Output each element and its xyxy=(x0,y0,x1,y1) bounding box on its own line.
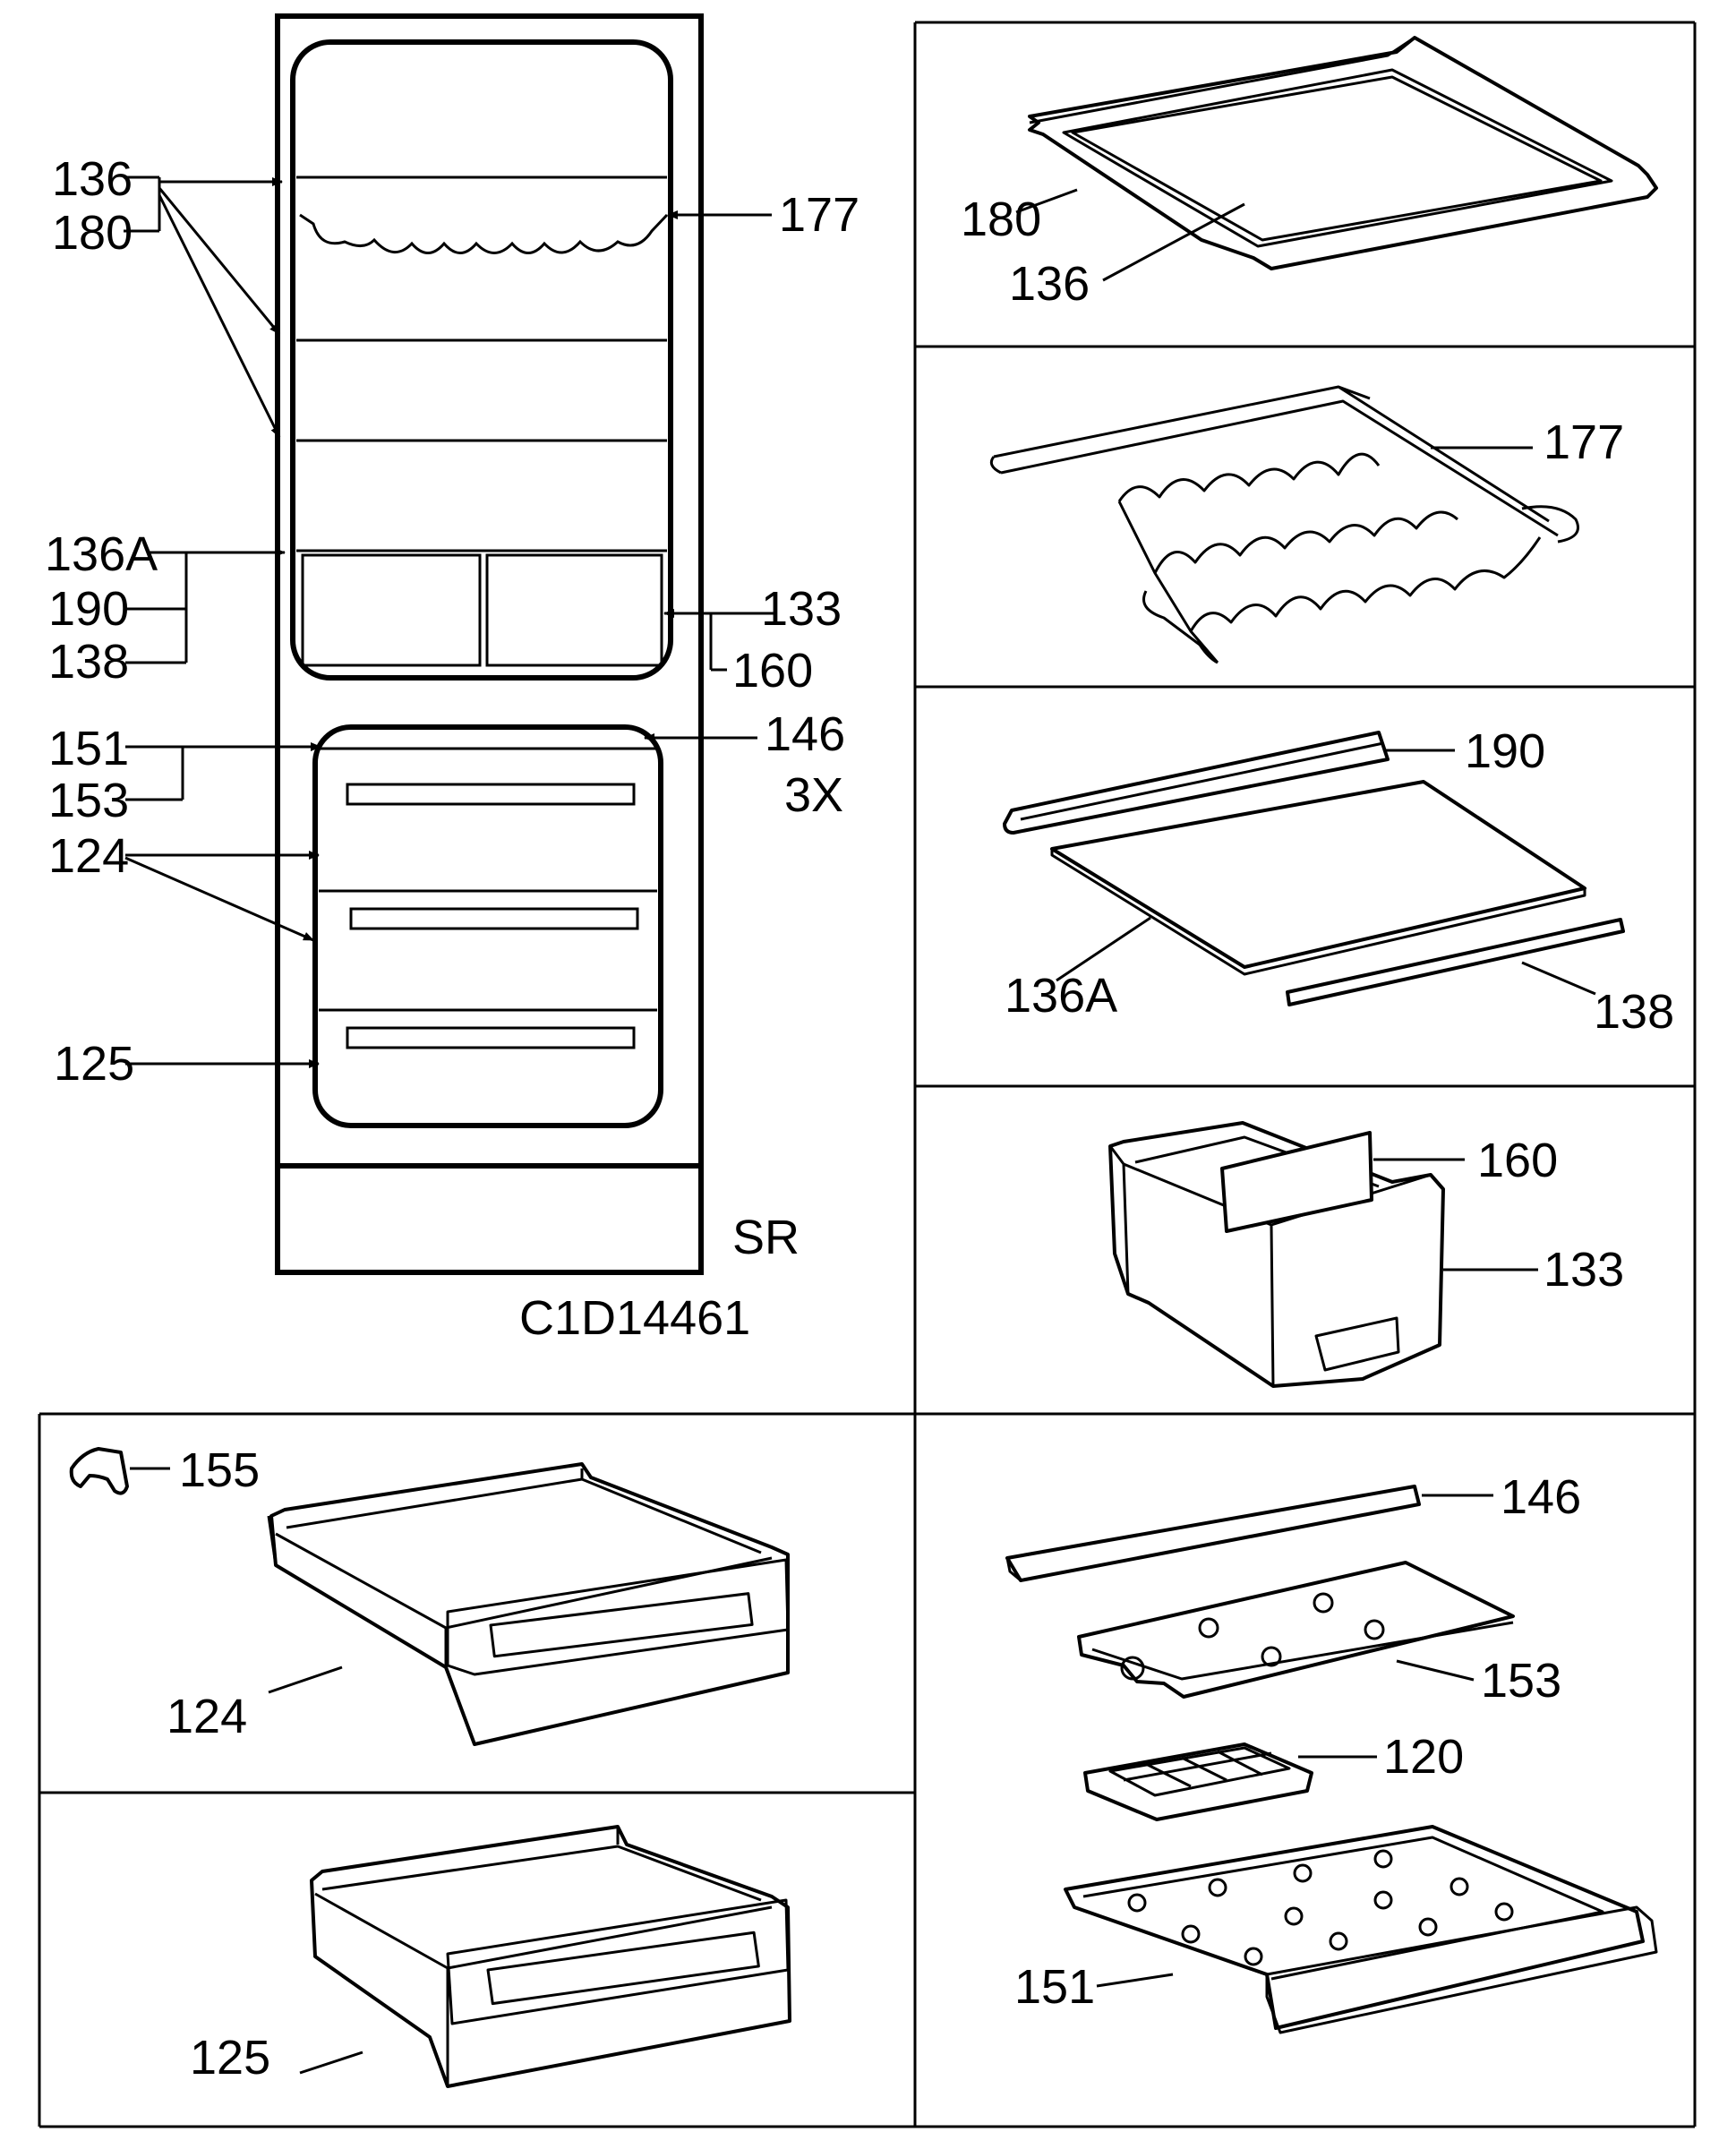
label-151-shelf: 151 xyxy=(1014,1960,1095,2014)
panel-glass-shelf: 180 136 xyxy=(961,36,1658,311)
drawing-code: C1D14461 xyxy=(519,1291,750,1345)
panel-bottle-rack: 177 xyxy=(989,385,1624,664)
label-153: 153 xyxy=(48,774,129,827)
panel-grid xyxy=(38,21,1697,2128)
label-133: 133 xyxy=(761,582,842,636)
bottle-rack xyxy=(989,385,1559,664)
crisper-left-outline xyxy=(301,553,482,667)
label-124: 124 xyxy=(48,829,129,883)
quantity-note: 3X xyxy=(784,768,843,822)
label-155: 155 xyxy=(179,1443,260,1497)
crisper-divider xyxy=(1220,1131,1373,1233)
label-136: 136 xyxy=(52,152,133,206)
tray-153 xyxy=(1077,1561,1515,1699)
label-120-ice: 120 xyxy=(1383,1730,1464,1784)
panel-freezer-parts: 146 153 120 151 xyxy=(1005,1470,1658,2034)
glass-shelf-frame xyxy=(1028,36,1658,270)
freezer-compartment xyxy=(312,724,663,1128)
label-133-box: 133 xyxy=(1544,1243,1624,1297)
fridge-cabinet xyxy=(275,13,704,1275)
label-125: 125 xyxy=(54,1037,134,1091)
clip-155 xyxy=(69,1447,129,1495)
cover-strip-138 xyxy=(1286,918,1625,1006)
fridge-compartment xyxy=(290,39,673,681)
label-177-rack: 177 xyxy=(1544,415,1624,469)
label-180-shelf: 180 xyxy=(961,193,1041,246)
panel-lower-drawer: 125 xyxy=(190,1825,791,2088)
overview-leaders xyxy=(124,176,775,1068)
label-136a-cover: 136A xyxy=(1005,969,1117,1023)
model-code: SR xyxy=(732,1211,800,1264)
label-160: 160 xyxy=(732,644,813,698)
label-146-strip: 146 xyxy=(1501,1470,1581,1524)
label-146: 146 xyxy=(765,707,845,761)
label-153-tray: 153 xyxy=(1481,1654,1561,1708)
overview-labels: 136 180 177 136A 190 138 133 160 151 153… xyxy=(45,152,859,1345)
label-177: 177 xyxy=(779,188,859,242)
label-136a: 136A xyxy=(45,527,158,581)
ice-tray-120 xyxy=(1083,1742,1313,1821)
panel-crisper-cover: 190 136A 138 xyxy=(1003,724,1674,1039)
label-180: 180 xyxy=(52,206,133,260)
shelf-151 xyxy=(1064,1825,1645,2030)
fridge-overview xyxy=(275,13,704,1275)
panel-upper-drawer: 155 124 xyxy=(69,1443,790,1746)
label-138: 138 xyxy=(48,635,129,689)
strip-146 xyxy=(1005,1485,1421,1582)
label-136-shelf: 136 xyxy=(1009,257,1090,311)
label-151: 151 xyxy=(48,722,129,775)
label-190-cover: 190 xyxy=(1465,724,1545,778)
bottle-rack-outline xyxy=(299,213,669,254)
crisper-right-outline xyxy=(485,553,663,667)
label-190: 190 xyxy=(48,582,129,636)
label-124-drawer: 124 xyxy=(167,1690,247,1743)
drawer-125 xyxy=(310,1825,791,2088)
label-125-drawer: 125 xyxy=(190,2031,270,2085)
label-138-cover: 138 xyxy=(1594,985,1674,1039)
drawer-124 xyxy=(269,1462,790,1746)
label-160-box: 160 xyxy=(1477,1134,1558,1187)
panel-crisper-box: 160 133 xyxy=(1108,1121,1624,1388)
